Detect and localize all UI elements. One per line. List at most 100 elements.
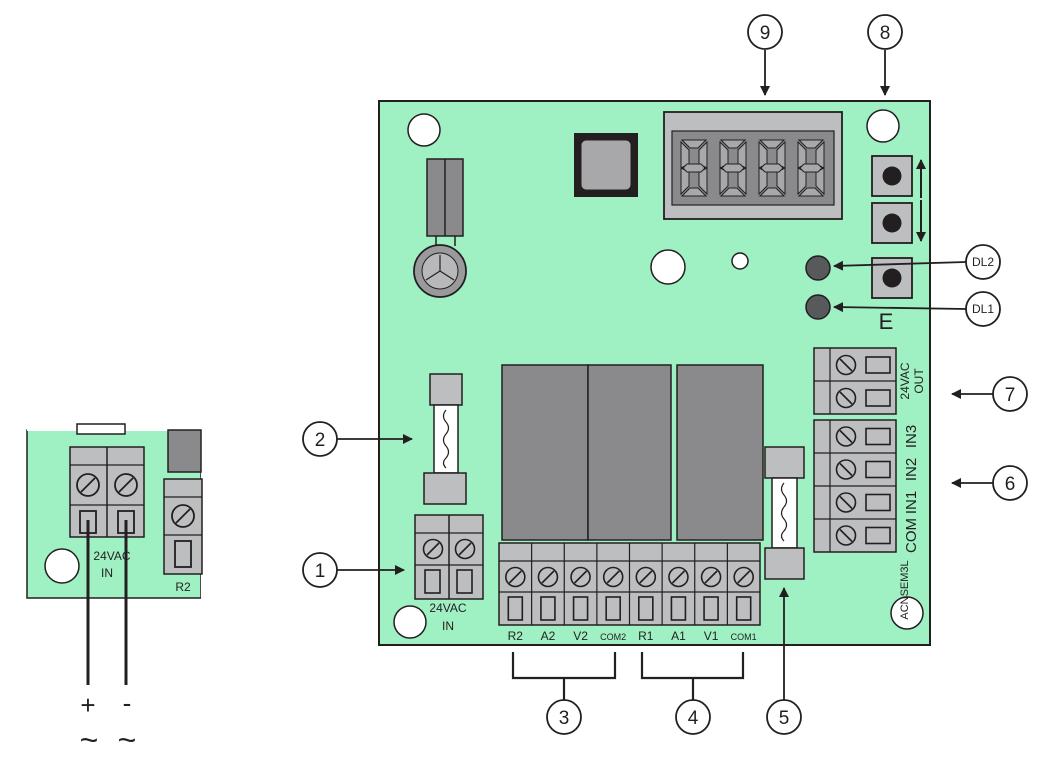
screw-icon (635, 566, 657, 588)
wire-slot (572, 596, 589, 621)
relay-terminal-label: V1 (704, 629, 719, 643)
callout-4: 4 (688, 708, 699, 729)
callout-4-circle (675, 699, 711, 735)
callout-6: 6 (1005, 474, 1016, 495)
callout-7: 7 (1005, 385, 1016, 406)
wire-slot (703, 596, 719, 621)
screw-icon (454, 538, 476, 560)
relay-terminal-label: R2 (508, 629, 524, 643)
model-label: ACNSEM3L (899, 560, 911, 619)
microcontroller-chip (574, 133, 638, 197)
wire-slot (605, 596, 621, 621)
wire-slot (174, 540, 192, 568)
wire-slot (865, 427, 891, 446)
screw-icon (570, 566, 591, 588)
inset-component-top (76, 423, 126, 435)
screw-icon (171, 504, 195, 528)
led-dl2 (805, 255, 831, 281)
pin-hole (731, 252, 749, 270)
relay-3 (676, 364, 764, 541)
screw-icon (505, 566, 526, 588)
relay-terminal-label: V2 (573, 629, 588, 643)
input-terminal-label: IN3 (903, 425, 920, 448)
callout-1: 1 (315, 561, 326, 582)
capacitor-icon (413, 244, 467, 298)
wire-slot (735, 596, 752, 621)
wire-slot (507, 596, 524, 621)
mounting-hole (866, 109, 900, 143)
input-terminal (813, 419, 897, 553)
wire-slot (865, 493, 891, 512)
button-e-label: E (879, 309, 894, 334)
callout-9-circle (747, 14, 783, 50)
callout-3-circle (546, 699, 582, 735)
minus-sign: - (123, 688, 132, 718)
screw-icon (76, 473, 100, 497)
power-in-label-2: IN (442, 619, 454, 633)
mounting-hole (890, 596, 924, 630)
button-up[interactable] (871, 155, 913, 197)
relay-terminal-label: A1 (671, 629, 686, 643)
screw-icon (700, 566, 722, 588)
inset-r2-label: R2 (175, 580, 191, 594)
callouts: 9 8 DL2 DL1 7 6 2 1 5 (302, 14, 1028, 735)
mounting-hole (393, 605, 427, 639)
bracket-4 (640, 652, 745, 680)
wire-slot (540, 596, 556, 621)
screw-icon (733, 566, 754, 588)
ac-out-terminal (813, 347, 897, 415)
plus-sign: + (80, 690, 95, 720)
mounting-hole (650, 249, 686, 285)
relay-terminal-label: R1 (638, 629, 654, 643)
callout-dl2: DL2 (972, 255, 994, 269)
mounting-hole (407, 113, 441, 147)
controller-board: E (378, 100, 931, 646)
power-in-label-1: 24VAC (429, 601, 466, 615)
display-digit (719, 139, 747, 197)
tilde-right: ~ (118, 722, 137, 758)
callout-dl1: DL1 (972, 302, 994, 316)
inset-terminal-label-1: 24VAC (93, 549, 130, 563)
display-digits (680, 139, 825, 197)
relay-terminal-label: A2 (541, 629, 556, 643)
callout-8-circle (867, 14, 903, 50)
screw-icon (835, 459, 857, 480)
wire-slot (865, 460, 891, 479)
callout-3: 3 (559, 708, 570, 729)
relay-output-terminals (498, 542, 761, 626)
bracket-3 (511, 652, 617, 680)
display-digit (680, 139, 708, 197)
relay-terminal-label: COM1 (731, 632, 757, 642)
screw-icon (835, 525, 857, 546)
screw-icon (835, 387, 857, 409)
callout-2: 2 (315, 430, 326, 451)
fuse-main (423, 373, 467, 505)
inset-detail: 24VAC IN R2 + - ~ ~ (26, 423, 209, 758)
screw-icon (602, 566, 624, 588)
inset-mounting-hole (44, 548, 80, 584)
tilde-left: ~ (80, 722, 99, 758)
screw-icon (668, 566, 689, 588)
inset-relay-edge (167, 429, 202, 473)
led-dl1 (805, 294, 831, 320)
screw-icon (835, 492, 857, 513)
wire-slot (638, 596, 654, 621)
screw-icon (835, 354, 857, 376)
callout-9: 9 (760, 23, 771, 44)
wire-slot (865, 526, 891, 545)
callout-8: 8 (880, 23, 891, 44)
wire-slot (670, 596, 687, 621)
input-terminal-label: IN2 (903, 458, 920, 481)
input-terminal-label: IN1 (903, 491, 920, 514)
relay-1 (501, 364, 589, 541)
display-digit (758, 139, 786, 197)
inset-terminal-label-2: IN (101, 566, 113, 580)
screw-icon (422, 538, 444, 560)
relay-2 (587, 364, 672, 541)
screw-icon (537, 566, 559, 588)
button-down[interactable] (871, 202, 913, 244)
power-in-terminal (414, 514, 484, 600)
callout-5: 5 (779, 708, 790, 729)
fuse-secondary (764, 446, 805, 580)
